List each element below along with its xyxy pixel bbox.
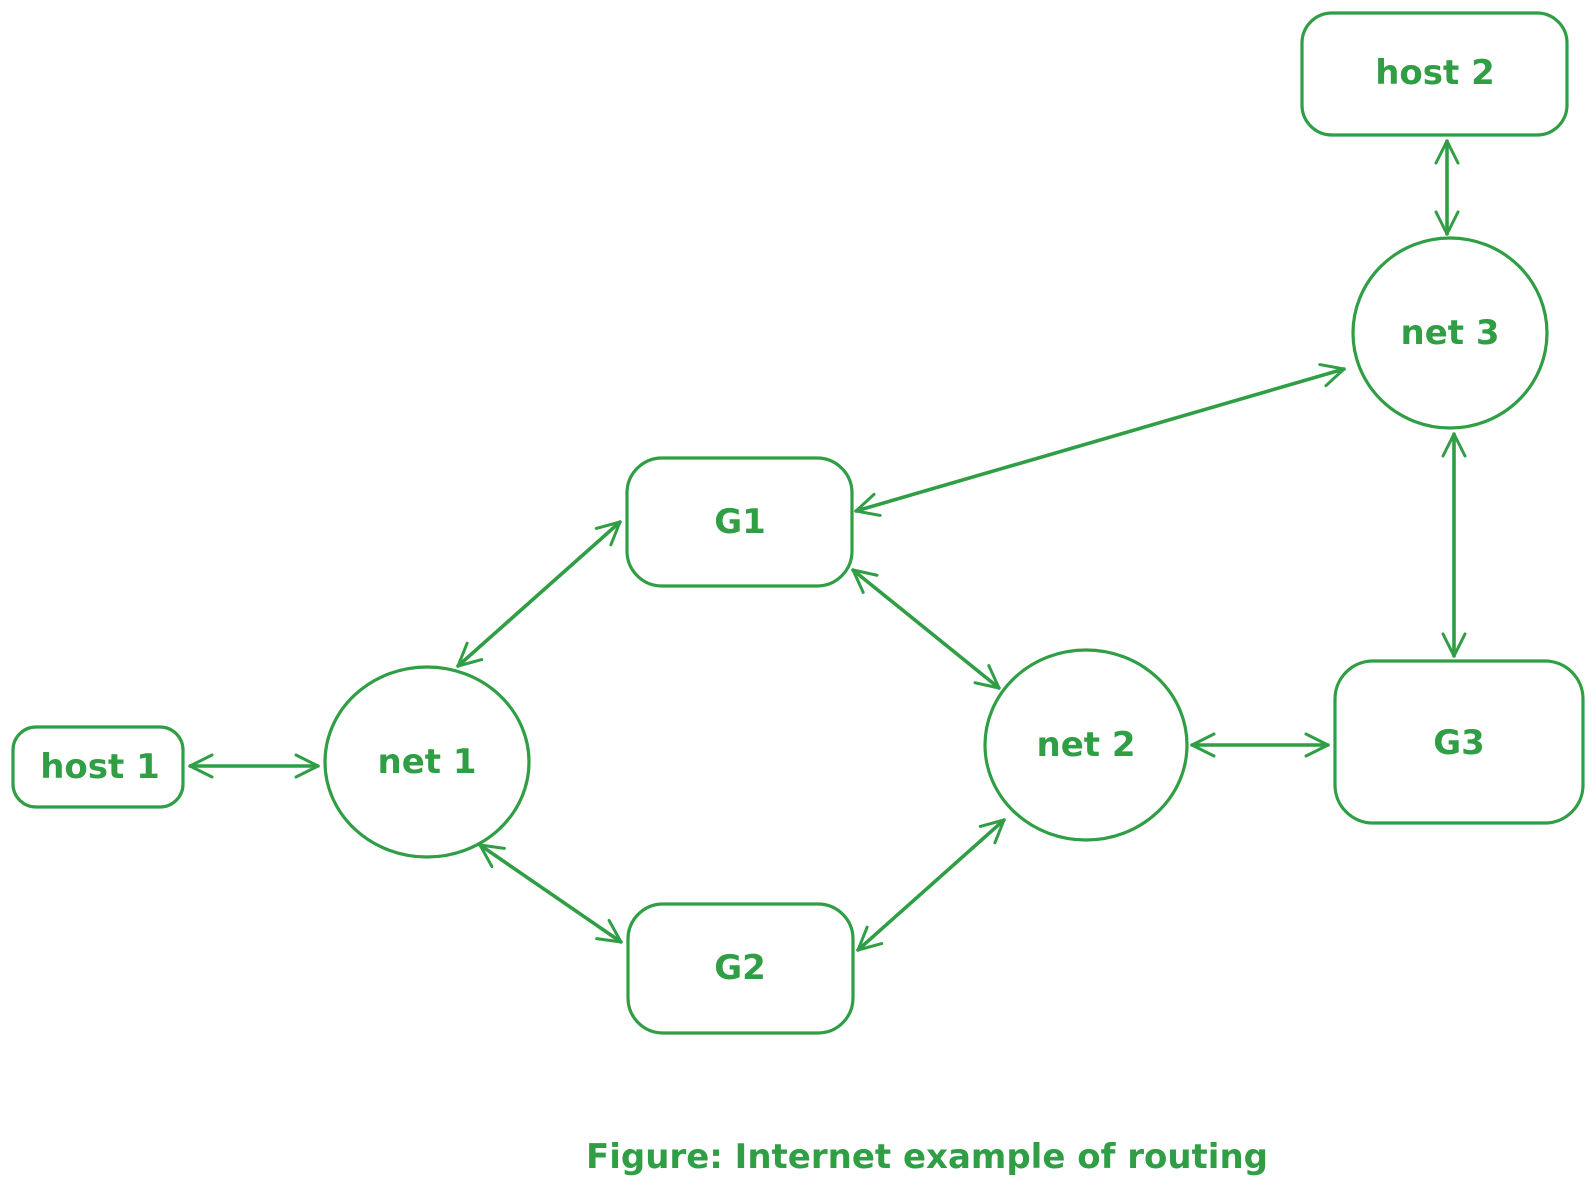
edges-layer [188, 139, 1467, 952]
host2-label: host 2 [1375, 53, 1495, 93]
node-g3: G3 [1333, 659, 1585, 825]
node-net2: net 2 [983, 648, 1189, 842]
nodes-layer: host 1 net 1 G1 G2 net 2 G3 [11, 11, 1585, 1035]
edge-g1-net3 [854, 363, 1346, 517]
host1-box [11, 725, 185, 809]
net2-circle [983, 648, 1189, 842]
net3-circle [1351, 236, 1549, 430]
host1-label: host 1 [40, 747, 160, 787]
node-net1: net 1 [323, 665, 531, 859]
net2-label: net 2 [1036, 725, 1135, 765]
host2-box [1300, 11, 1569, 137]
g1-label: G1 [714, 502, 766, 542]
node-g2: G2 [626, 902, 855, 1035]
node-g1: G1 [625, 456, 854, 588]
net3-label: net 3 [1400, 313, 1499, 353]
g2-label: G2 [714, 948, 766, 988]
edge-net1-g2 [478, 843, 623, 944]
node-net3: net 3 [1351, 236, 1549, 430]
edge-g1-net2 [851, 568, 1001, 690]
net1-circle [323, 665, 531, 859]
g3-label: G3 [1433, 723, 1485, 763]
g1-box [625, 456, 854, 588]
node-host2: host 2 [1300, 11, 1569, 137]
edge-g2-net2 [856, 818, 1006, 952]
g2-box [626, 902, 855, 1035]
node-host1: host 1 [11, 725, 185, 809]
g3-box [1333, 659, 1585, 825]
figure-caption: Figure: Internet example of routing [586, 1137, 1268, 1177]
edge-net1-g1 [456, 520, 622, 668]
net1-label: net 1 [377, 742, 476, 782]
